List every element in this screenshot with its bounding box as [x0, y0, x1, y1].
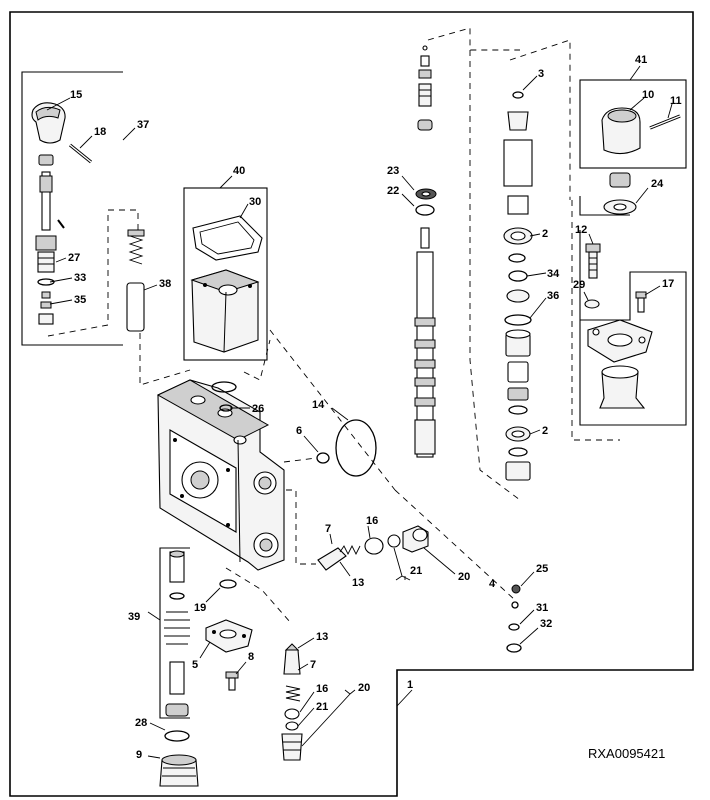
callout-22: 22	[387, 185, 399, 197]
washer-29	[584, 299, 600, 309]
callout-36: 36	[547, 290, 559, 302]
callout-37: 37	[137, 119, 149, 131]
callout-11: 11	[670, 95, 682, 107]
callout-31: 31	[536, 602, 548, 614]
plug-9: 9	[136, 749, 199, 787]
callout-7-lower: 7	[310, 659, 316, 671]
ring-32	[506, 643, 522, 653]
nut	[38, 154, 54, 166]
callout-3: 3	[538, 68, 544, 80]
callout-40: 40	[233, 165, 245, 177]
callout-33: 33	[74, 272, 86, 284]
callout-32: 32	[540, 618, 552, 630]
callout-1: 1	[407, 679, 413, 691]
callout-20-lower: 20	[358, 682, 370, 694]
o-ring-26-top	[211, 381, 237, 393]
spool-assembly: 23 22	[387, 27, 521, 501]
spring-38-group: 38	[126, 229, 171, 332]
group-41-cap: 41 10 11	[579, 54, 687, 169]
part-3	[512, 91, 524, 99]
callout-24: 24	[651, 178, 664, 190]
valve-assembly-right: 7 13 16 21 20	[317, 515, 470, 589]
callout-18: 18	[94, 126, 106, 138]
callout-25: 25	[536, 563, 548, 575]
seal-35	[40, 301, 52, 309]
group-40-cover: 40 30	[183, 165, 268, 361]
callout-4: 4	[489, 578, 496, 590]
small-parts-right: 25 4 31 32	[489, 563, 552, 653]
callout-14: 14	[312, 399, 325, 411]
callout-16-upper: 16	[366, 515, 378, 527]
stem	[41, 171, 51, 231]
o-ring-28	[164, 730, 190, 742]
callout-10: 10	[642, 89, 654, 101]
spring	[128, 235, 144, 265]
callout-20-upper: 20	[458, 571, 470, 583]
callout-2-lower: 2	[542, 425, 548, 437]
seal-6	[316, 452, 330, 464]
group-37-cartridge: 15 18 27 33 35 37	[21, 71, 149, 346]
o-ring-22	[415, 204, 435, 216]
seal-31	[508, 623, 520, 631]
o-ring-36	[504, 314, 532, 326]
part-4	[511, 601, 519, 609]
right-stack: 3 2 34 36 2	[503, 39, 571, 481]
callout-28: 28	[135, 717, 147, 729]
callout-7-upper: 7	[325, 523, 331, 535]
o-ring-19	[219, 579, 237, 589]
callout-2-upper: 2	[542, 228, 548, 240]
group-39-bracket	[159, 547, 190, 719]
screw-12: 12	[575, 224, 601, 279]
ball-25	[511, 584, 521, 594]
group-37-bracket	[21, 71, 123, 346]
spring-39	[164, 611, 190, 645]
bolt-8: 8	[225, 651, 254, 691]
callout-6: 6	[296, 425, 302, 437]
callout-21-upper: 21	[410, 565, 422, 577]
body-27	[35, 235, 57, 251]
callout-16-lower: 16	[316, 683, 328, 695]
callout-26: 26	[252, 403, 264, 415]
callout-19: 19	[194, 602, 206, 614]
valve-13	[317, 547, 347, 571]
callout-21-lower: 21	[316, 701, 328, 713]
valve-assembly-bottom: 13 7 16 21 20	[281, 631, 370, 761]
sleeve-38	[126, 282, 145, 332]
group-40-box	[183, 187, 268, 361]
o-ring-14	[335, 419, 377, 477]
callout-34: 34	[547, 268, 560, 280]
bushing	[609, 172, 631, 188]
reference-code: RXA0095421	[588, 746, 665, 761]
callout-27: 27	[68, 252, 80, 264]
callout-30: 30	[249, 196, 261, 208]
callout-35: 35	[74, 294, 86, 306]
valve-body-1: 1	[156, 379, 413, 707]
group-39-relief: 39	[128, 547, 190, 719]
callout-15: 15	[70, 89, 82, 101]
seat-21	[387, 534, 401, 548]
callout-8: 8	[248, 651, 254, 663]
callout-41: 41	[635, 54, 647, 66]
callout-29: 29	[573, 279, 585, 291]
callout-23: 23	[387, 165, 399, 177]
knob-15-face	[35, 106, 61, 121]
ball-16	[364, 537, 384, 555]
callout-9: 9	[136, 749, 142, 761]
callout-13-lower: 13	[316, 631, 328, 643]
callout-38: 38	[159, 278, 171, 290]
body-27-lower	[37, 251, 55, 273]
callout-39: 39	[128, 611, 140, 623]
callout-5: 5	[192, 659, 198, 671]
diagram-frame	[9, 11, 694, 797]
callout-12: 12	[575, 224, 587, 236]
callout-17: 17	[662, 278, 674, 290]
o-ring-33	[37, 278, 55, 286]
group-41-box	[579, 79, 687, 169]
cover-17-group: 17	[587, 278, 674, 409]
callout-13-upper: 13	[352, 577, 364, 589]
